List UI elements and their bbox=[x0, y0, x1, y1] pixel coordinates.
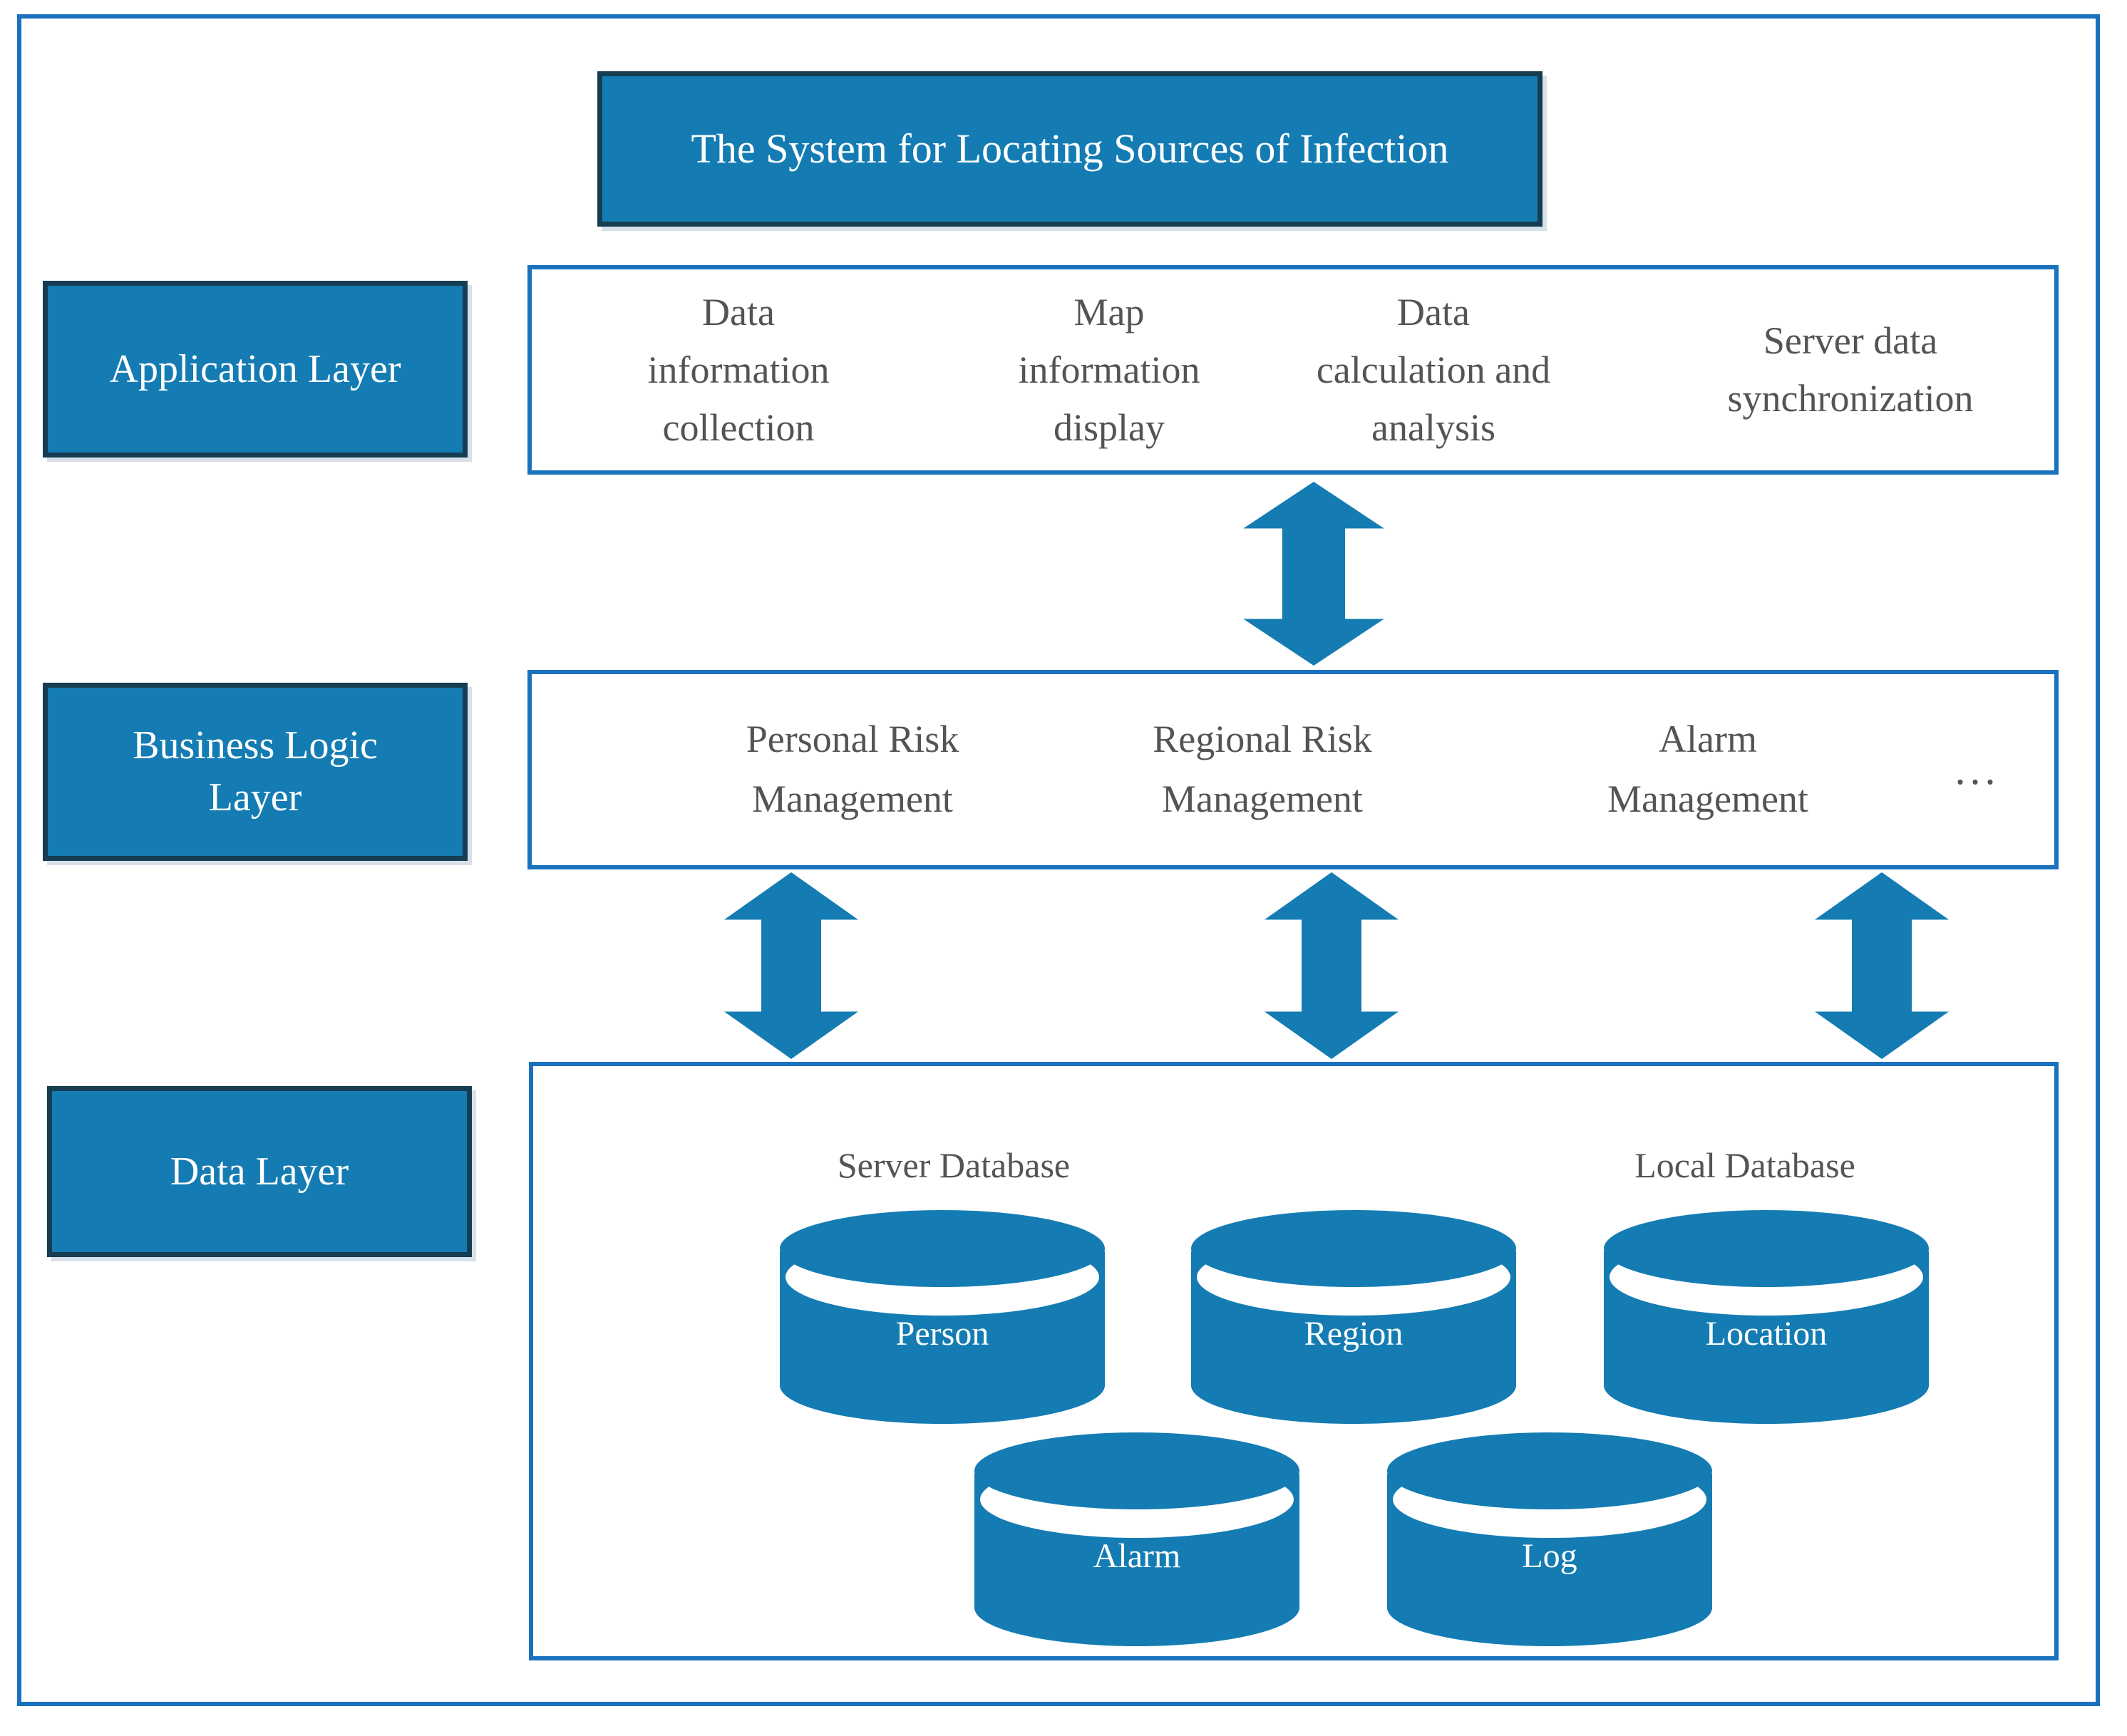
double-arrow-icon bbox=[720, 872, 862, 1059]
system-title-box: The System for Locating Sources of Infec… bbox=[597, 71, 1543, 227]
database-name: Log bbox=[1522, 1537, 1577, 1575]
system-title: The System for Locating Sources of Infec… bbox=[691, 125, 1449, 172]
app-item-data-calculation-analysis: Data calculation and analysis bbox=[1316, 290, 1551, 449]
app-item-server-data-synchronization: Server data synchronization bbox=[1727, 319, 1974, 420]
database-cylinder-icon bbox=[1191, 1210, 1516, 1424]
double-arrow-icon bbox=[1811, 872, 1953, 1059]
database-name: Location bbox=[1705, 1315, 1828, 1353]
database-cylinder-person: Person bbox=[780, 1209, 1105, 1425]
biz-item-personal-risk-management: Personal Risk Management bbox=[746, 718, 959, 820]
database-name: Region bbox=[1304, 1315, 1404, 1353]
database-name: Person bbox=[895, 1315, 989, 1353]
database-cylinder-region: Region bbox=[1191, 1209, 1516, 1425]
local-database-heading: Local Database bbox=[1634, 1145, 1855, 1185]
app-item-data-information-collection: Data information collection bbox=[647, 290, 830, 449]
diagram-outer-border bbox=[17, 14, 2100, 1706]
business-logic-layer-label-box: Business Logic Layer bbox=[43, 683, 468, 861]
business-logic-layer-label: Business Logic Layer bbox=[133, 723, 378, 820]
app-item-map-information-display: Map information display bbox=[1018, 290, 1200, 449]
biz-item-regional-risk-management: Regional Risk Management bbox=[1153, 718, 1372, 820]
application-layer-content-box: Data information collection Map informat… bbox=[527, 265, 2059, 475]
application-layer-label: Application Layer bbox=[109, 346, 401, 391]
database-cylinder-location: Location bbox=[1604, 1209, 1929, 1425]
double-arrow-icon bbox=[1260, 872, 1403, 1059]
biz-item-alarm-management: Alarm Management bbox=[1607, 718, 1808, 820]
database-cylinder-icon bbox=[780, 1210, 1105, 1424]
business-logic-layer-content-box: Personal Risk Management Regional Risk M… bbox=[527, 670, 2059, 869]
double-arrow-icon bbox=[1239, 482, 1389, 666]
database-cylinder-icon bbox=[1604, 1210, 1929, 1424]
data-layer-label-box: Data Layer bbox=[47, 1086, 472, 1257]
ellipsis-more-items: ... bbox=[1955, 746, 2000, 793]
server-database-heading: Server Database bbox=[837, 1145, 1071, 1185]
database-name: Alarm bbox=[1093, 1537, 1181, 1575]
database-cylinder-icon bbox=[1387, 1432, 1712, 1646]
application-layer-label-box: Application Layer bbox=[43, 281, 468, 458]
database-cylinder-log: Log bbox=[1387, 1431, 1712, 1648]
database-cylinder-alarm: Alarm bbox=[974, 1431, 1299, 1648]
data-layer-content-box: Server Database Local Database Person Re… bbox=[529, 1062, 2059, 1660]
database-cylinder-icon bbox=[974, 1432, 1299, 1646]
data-layer-label: Data Layer bbox=[170, 1149, 349, 1194]
